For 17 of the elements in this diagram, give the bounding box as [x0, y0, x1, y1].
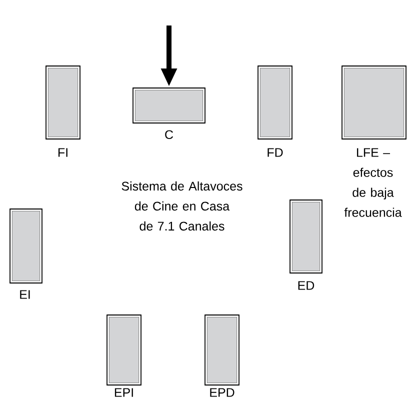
speaker-box — [258, 66, 292, 140]
title-text: Sistema de Altavoces de Cine en Casa de 7.1 Canales — [122, 181, 242, 231]
speaker-label: EI — [20, 290, 30, 299]
speaker-label: FD — [268, 148, 283, 157]
speaker-box — [204, 314, 240, 386]
speaker-label: EPI — [114, 388, 133, 397]
speaker-box — [342, 66, 406, 140]
speaker-box — [132, 88, 206, 124]
speaker-label: EPD — [210, 388, 234, 397]
speaker-box — [10, 208, 42, 284]
speaker-box — [106, 314, 142, 386]
speaker-box — [46, 66, 80, 140]
speaker-label: ED — [298, 281, 314, 290]
speaker-box — [290, 200, 322, 274]
speaker-label: C — [165, 130, 174, 140]
speaker-label: FI — [58, 148, 68, 157]
speaker-label: LFE – efectos de baja frecuencia — [344, 148, 402, 217]
